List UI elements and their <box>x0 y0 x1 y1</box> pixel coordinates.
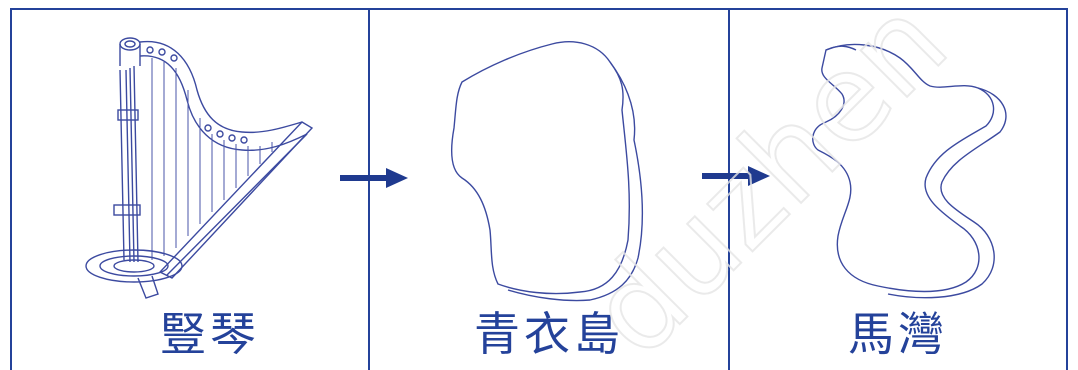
panel-harp: 豎琴 <box>12 10 368 370</box>
arrow-right-icon-1 <box>340 168 408 188</box>
panel-tsing-yi: 青衣島 <box>370 10 728 370</box>
harp-icon <box>85 37 314 299</box>
panel-divider-1 <box>368 8 370 370</box>
panel-ma-wan: 馬灣 <box>730 10 1066 370</box>
panel-divider-2 <box>728 8 730 370</box>
ma-wan-island-outline <box>812 43 1007 299</box>
label-ma-wan: 馬灣 <box>848 307 948 361</box>
arrow-right-icon-2 <box>702 166 770 186</box>
tsing-yi-island-outline <box>450 41 644 302</box>
label-tsing-yi: 青衣島 <box>474 307 624 361</box>
diagram-frame <box>10 8 1068 370</box>
label-harp: 豎琴 <box>160 307 260 361</box>
